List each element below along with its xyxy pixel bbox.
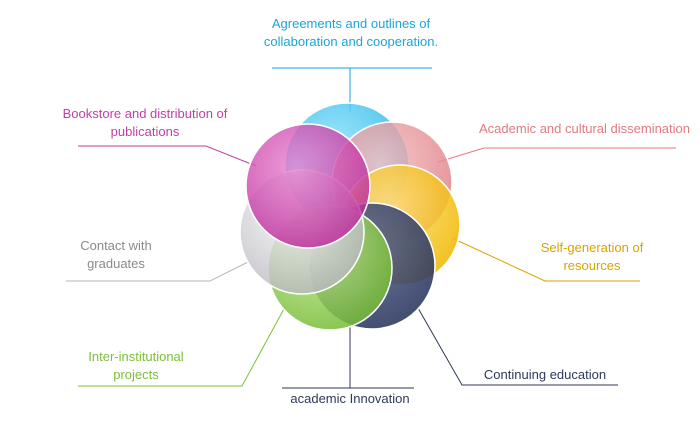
label-contact-graduates: Contact with graduates	[80, 238, 152, 271]
leader-line-academic-innovation	[282, 322, 414, 389]
leader-line-continuing-education	[417, 307, 618, 386]
label-academic-innovation: academic Innovation	[290, 391, 410, 406]
leader-line-contact-graduates	[66, 261, 249, 282]
label-continuing-education: Continuing education	[483, 367, 607, 382]
leader-line-bookstore	[78, 145, 257, 167]
label-self-generation: Self-generation of resources	[540, 240, 644, 273]
leader-line-self-generation	[451, 237, 640, 282]
leader-line-inter-institutional	[78, 306, 286, 387]
label-bookstore: Bookstore and distribution of publicatio…	[62, 106, 228, 139]
leader-line-academic-cultural	[437, 147, 676, 163]
label-inter-institutional: Inter-institutional projects	[88, 349, 184, 382]
leader-lines	[66, 67, 676, 389]
circle-bookstore	[245, 123, 371, 249]
label-academic-cultural: Academic and cultural dissemination	[479, 121, 690, 136]
label-agreements: Agreements and outlines of collaboration…	[263, 16, 439, 49]
circles	[239, 102, 461, 331]
